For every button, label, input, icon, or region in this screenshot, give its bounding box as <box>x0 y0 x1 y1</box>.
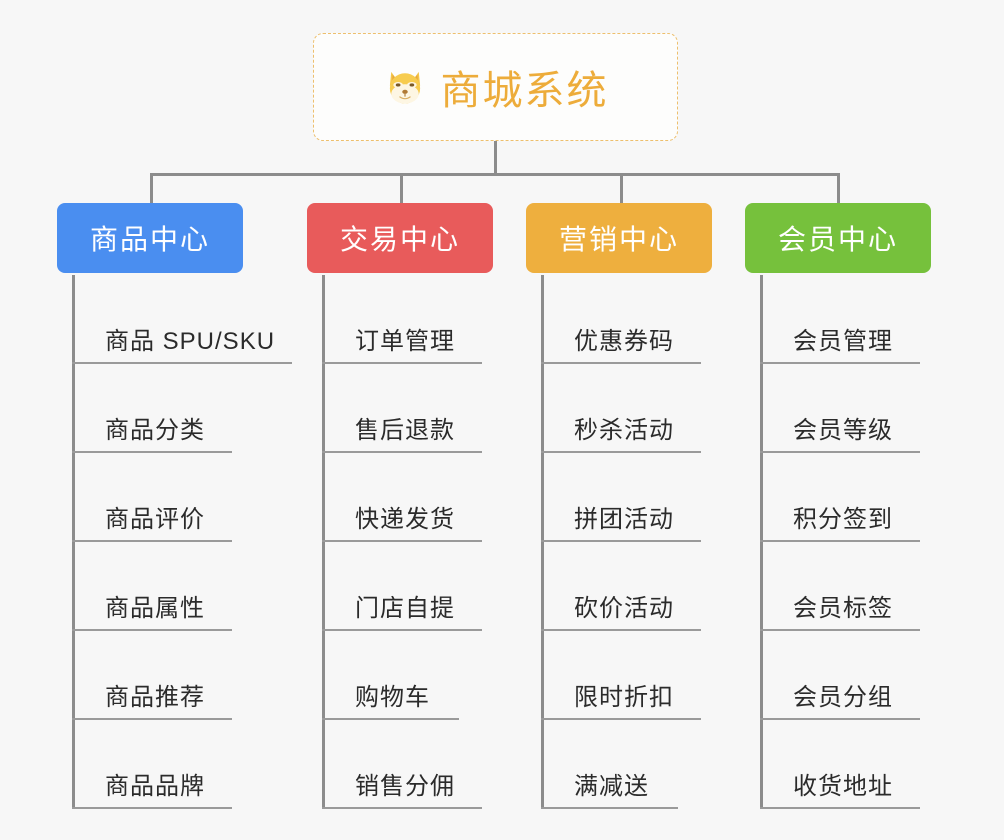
item-label: 商品评价 <box>105 506 205 533</box>
item-underline <box>322 718 459 720</box>
column-rail-4 <box>760 275 763 809</box>
item-label: 售后退款 <box>355 417 455 444</box>
item-label: 销售分佣 <box>355 773 455 800</box>
root-node-mall-system[interactable]: 商城系统 <box>313 33 678 141</box>
category-header-label: 商品中心 <box>89 224 210 255</box>
item-underline <box>322 362 482 364</box>
list-item[interactable]: 快递发货 <box>322 453 482 542</box>
item-label: 商品 SPU/SKU <box>105 328 276 355</box>
item-list-4: 会员管理 会员等级 积分签到 会员标签 会员分组 收货地址 <box>760 275 920 809</box>
list-item[interactable]: 商品属性 <box>72 542 275 631</box>
item-label: 满减送 <box>574 773 649 800</box>
item-list-2: 订单管理 售后退款 快递发货 门店自提 购物车 销售分佣 <box>322 275 482 809</box>
list-item[interactable]: 优惠券码 <box>541 275 701 364</box>
item-label: 商品品牌 <box>105 773 205 800</box>
item-underline <box>72 362 292 364</box>
item-underline <box>541 629 701 631</box>
connector-horizontal-bus <box>150 173 840 176</box>
item-label: 订单管理 <box>355 328 455 355</box>
item-label: 拼团活动 <box>574 506 674 533</box>
item-label: 积分签到 <box>793 506 893 533</box>
list-item[interactable]: 订单管理 <box>322 275 482 364</box>
item-label: 商品推荐 <box>105 684 205 711</box>
item-underline <box>760 362 920 364</box>
list-item[interactable]: 商品 SPU/SKU <box>72 275 292 364</box>
list-item[interactable]: 商品品牌 <box>72 720 275 809</box>
item-underline <box>541 451 701 453</box>
column-rail-3 <box>541 275 544 809</box>
category-header-label: 营销中心 <box>558 224 679 255</box>
item-label: 商品属性 <box>105 595 205 622</box>
list-item[interactable]: 积分签到 <box>760 453 920 542</box>
item-underline <box>760 718 920 720</box>
column-rail-1 <box>72 275 75 809</box>
list-item[interactable]: 会员管理 <box>760 275 920 364</box>
root-title: 商城系统 <box>440 69 609 113</box>
connector-drop-category-3 <box>620 173 623 205</box>
item-underline <box>322 451 482 453</box>
item-underline <box>72 807 232 809</box>
list-item[interactable]: 会员等级 <box>760 364 920 453</box>
item-underline <box>322 629 482 631</box>
item-underline <box>541 540 701 542</box>
connector-drop-category-2 <box>400 173 403 205</box>
item-label: 会员等级 <box>793 417 893 444</box>
shiba-dog-face-icon <box>383 65 427 109</box>
list-item[interactable]: 售后退款 <box>322 364 482 453</box>
connector-drop-category-1 <box>150 173 153 205</box>
list-item[interactable]: 销售分佣 <box>322 720 482 809</box>
item-label: 会员分组 <box>793 684 893 711</box>
item-label: 快递发货 <box>355 506 455 533</box>
item-label: 限时折扣 <box>574 684 674 711</box>
item-underline <box>72 629 232 631</box>
item-label: 商品分类 <box>105 417 205 444</box>
list-item[interactable]: 会员分组 <box>760 631 920 720</box>
list-item[interactable]: 限时折扣 <box>541 631 701 720</box>
item-list-3: 优惠券码 秒杀活动 拼团活动 砍价活动 限时折扣 满减送 <box>541 275 701 809</box>
connector-root-stem <box>494 141 497 175</box>
list-item[interactable]: 拼团活动 <box>541 453 701 542</box>
item-label: 收货地址 <box>793 773 893 800</box>
list-item[interactable]: 砍价活动 <box>541 542 701 631</box>
item-underline <box>72 451 232 453</box>
list-item[interactable]: 会员标签 <box>760 542 920 631</box>
item-label: 购物车 <box>355 684 430 711</box>
list-item[interactable]: 商品评价 <box>72 453 275 542</box>
connector-drop-category-4 <box>837 173 840 205</box>
category-header-label: 交易中心 <box>339 224 460 255</box>
item-underline <box>541 807 678 809</box>
category-header-label: 会员中心 <box>777 224 898 255</box>
category-header-2[interactable]: 交易中心 <box>307 203 493 273</box>
list-item[interactable]: 门店自提 <box>322 542 482 631</box>
item-label: 会员管理 <box>793 328 893 355</box>
list-item[interactable]: 收货地址 <box>760 720 920 809</box>
item-underline <box>760 807 920 809</box>
item-underline <box>72 718 232 720</box>
item-underline <box>541 362 701 364</box>
item-label: 优惠券码 <box>574 328 674 355</box>
item-underline <box>760 451 920 453</box>
item-label: 门店自提 <box>355 595 455 622</box>
item-underline <box>760 540 920 542</box>
category-header-4[interactable]: 会员中心 <box>745 203 931 273</box>
item-label: 会员标签 <box>793 595 893 622</box>
item-underline <box>72 540 232 542</box>
item-label: 秒杀活动 <box>574 417 674 444</box>
item-underline <box>541 718 701 720</box>
item-underline <box>322 540 482 542</box>
category-header-1[interactable]: 商品中心 <box>57 203 243 273</box>
list-item[interactable]: 满减送 <box>541 720 678 809</box>
item-underline <box>322 807 482 809</box>
item-label: 砍价活动 <box>574 595 674 622</box>
item-list-1: 商品 SPU/SKU 商品分类 商品评价 商品属性 商品推荐 商品品牌 <box>72 275 292 809</box>
list-item[interactable]: 秒杀活动 <box>541 364 701 453</box>
item-underline <box>760 629 920 631</box>
category-header-3[interactable]: 营销中心 <box>526 203 712 273</box>
list-item[interactable]: 商品分类 <box>72 364 275 453</box>
list-item[interactable]: 购物车 <box>322 631 459 720</box>
column-rail-2 <box>322 275 325 809</box>
list-item[interactable]: 商品推荐 <box>72 631 275 720</box>
